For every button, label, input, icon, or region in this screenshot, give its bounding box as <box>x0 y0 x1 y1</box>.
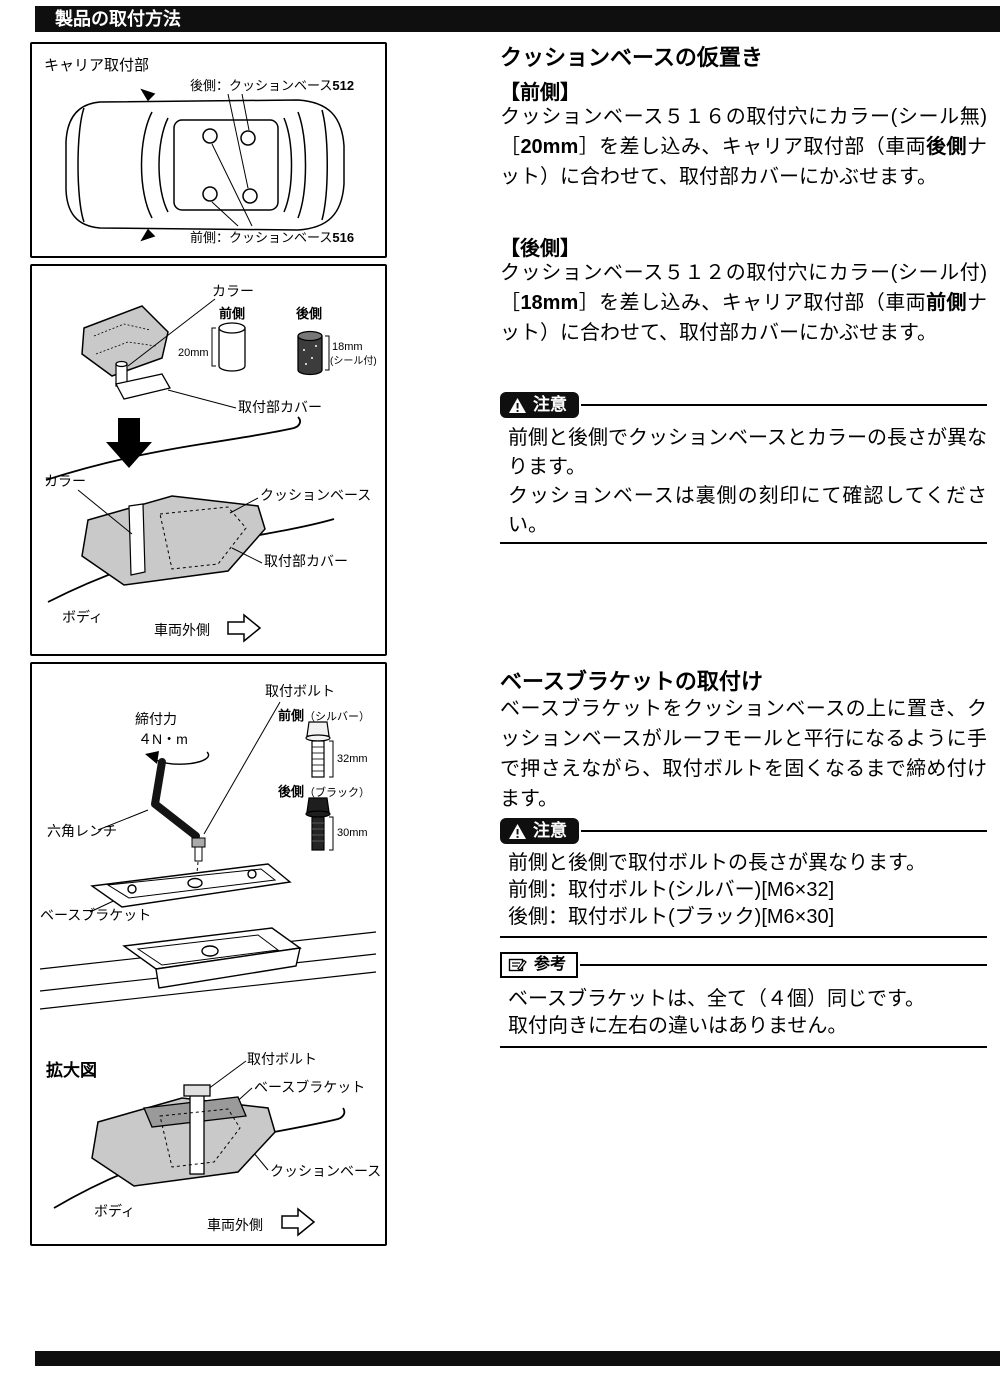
cushion-label: クッションベース <box>260 487 371 503</box>
front-collar-20mm <box>218 322 246 372</box>
bracket-label-2: ベースブラケット <box>254 1079 365 1095</box>
reference-badge: 参考 <box>500 952 579 978</box>
torque-label: 締付力 <box>135 711 177 727</box>
leader-lines <box>211 93 253 227</box>
bolt-label: 取付ボルト <box>265 683 335 699</box>
rear-bolt-size: 30mm <box>337 827 368 839</box>
assembled-cushion <box>47 495 335 603</box>
diagram-carrier-mount: キャリア取付部 後側：クッションベース512 前側：クッションベース516 <box>30 42 387 258</box>
front-collar-measure <box>211 327 216 367</box>
warning-icon <box>509 397 526 413</box>
bracket-install-svg: 取付ボルト 前側（シルバー） 32mm 後側（ブラック） 30mm 締付力 ４N… <box>39 683 381 1237</box>
page-title: 製品の取付方法 <box>55 9 181 29</box>
rear-bolt-measure <box>329 816 334 851</box>
reference-label: 参考 <box>534 956 567 973</box>
header-bar: 製品の取付方法 <box>35 6 1000 32</box>
base-bracket-3d <box>39 927 377 1010</box>
front-bolt-label: 前側（シルバー） <box>278 708 370 723</box>
outside-label-2: 車両外側 <box>207 1217 263 1233</box>
text-line: 前側：取付ボルト(シルバー)[M6×32] <box>508 879 835 901</box>
vehicle-outside-arrow <box>227 613 262 643</box>
enlarged-cross-section <box>53 1084 346 1209</box>
reference-text: ベースブラケットは、全て（４個）同じです。 取付向きに左右の違いはありません。 <box>508 986 987 1040</box>
leader-lines-bottom <box>77 489 263 564</box>
bracket-label: ベースブラケット <box>40 907 151 923</box>
front-side-heading: 【前側】 <box>500 82 580 104</box>
torque-value: ４N・m <box>138 731 188 747</box>
caution1-rule <box>581 404 987 406</box>
enlarged-title: 拡大図 <box>46 1060 97 1080</box>
reference-bottom-rule <box>500 1046 987 1048</box>
front-label: 前側 <box>219 306 245 321</box>
rear-bolt-label: 後側（ブラック） <box>278 784 370 799</box>
diagram1-title: キャリア取付部 <box>44 57 149 74</box>
text-line: 前側と後側でクッションベースとカラーの長さが異なります。 <box>508 427 987 478</box>
collar-label-top: カラー <box>212 283 254 299</box>
roof-panel-line <box>45 416 301 481</box>
warning-icon <box>509 823 526 839</box>
front-bolt-size: 32mm <box>337 753 368 765</box>
wrench-label: 六角レンチ <box>47 823 117 839</box>
rotation-arrow <box>145 751 210 765</box>
front-size-label: 20mm <box>178 347 209 359</box>
leader-lines-top <box>127 298 237 409</box>
text-line: ベースブラケットは、全て（４個）同じです。 <box>508 988 925 1010</box>
caution2-text: 前側と後側で取付ボルトの長さが異なります。 前側：取付ボルト(シルバー)[M6×… <box>508 850 987 931</box>
section2-text: ベースブラケットをクッションベースの上に置き、クッションベースがルーフモールと平… <box>500 698 987 810</box>
cover-label-top: 取付部カバー <box>238 399 322 415</box>
front-bolt <box>305 721 331 778</box>
text-line: 取付向きに左右の違いはありません。 <box>508 1015 848 1037</box>
reference-header: 参考 <box>500 952 987 978</box>
footer-bar <box>35 1351 1000 1366</box>
rear-seal-label: (シール付) <box>330 354 377 367</box>
front-side-text: クッションベース５１６の取付穴にカラー(シール無)［20mm］を差し込み、キャリ… <box>500 106 987 188</box>
outside-label: 車両外側 <box>154 622 210 638</box>
rear-collar-measure <box>325 335 330 371</box>
cushion-piece <box>81 305 169 377</box>
down-arrow <box>106 418 152 468</box>
section1-title: クッションベースの仮置き <box>500 45 763 70</box>
rear-collar-18mm <box>297 330 323 376</box>
hex-wrench <box>151 758 200 840</box>
caution1-badge: 注意 <box>500 392 579 418</box>
bolt-label-2: 取付ボルト <box>247 1051 317 1067</box>
diagram-bracket-install: 取付ボルト 前側（シルバー） 32mm 後側（ブラック） 30mm 締付力 ４N… <box>30 662 387 1246</box>
caution2-badge: 注意 <box>500 818 579 844</box>
caution2-label: 注意 <box>533 821 567 840</box>
body-label: ボディ <box>62 609 103 625</box>
carrier-mount-svg: キャリア取付部 後側：クッションベース512 前側：クッションベース516 <box>44 57 354 245</box>
collar-label-bottom: カラー <box>44 473 86 489</box>
rear-side-heading: 【後側】 <box>500 238 580 260</box>
cover-piece <box>115 373 171 400</box>
reference-icon <box>508 958 527 972</box>
rear-size-label: 18mm <box>332 341 363 353</box>
rear-label: 後側 <box>296 306 322 321</box>
cover-label-bottom: 取付部カバー <box>264 553 348 569</box>
text-line: クッションベースは裏側の刻印にて確認してください。 <box>508 485 987 536</box>
cushion-label-2: クッションベース <box>270 1163 381 1179</box>
front-bolt-measure <box>329 740 334 778</box>
cushion-placement-svg: カラー 前側 後側 20mm 18mm (シール付) 取付部カバー カラー クッ… <box>44 283 377 643</box>
vehicle-outside-arrow-2 <box>281 1207 316 1237</box>
section2-title: ベースブラケットの取付け <box>500 669 763 694</box>
front-mount-label: 前側：クッションベース516 <box>190 230 354 245</box>
base-bracket-plate <box>90 863 292 908</box>
rear-side-text: クッションベース５１２の取付穴にカラー(シール付)［18mm］を差し込み、キャリ… <box>500 262 987 344</box>
diagram-cushion-placement: カラー 前側 後側 20mm 18mm (シール付) 取付部カバー カラー クッ… <box>30 264 387 656</box>
text-line: 前側と後側で取付ボルトの長さが異なります。 <box>508 852 926 874</box>
rear-mount-label: 後側：クッションベース512 <box>190 78 354 93</box>
reference-rule <box>580 964 987 966</box>
caution1-text: 前側と後側でクッションベースとカラーの長さが異なります。 クッションベースは裏側… <box>508 424 987 540</box>
text-line: 後側：取付ボルト(ブラック)[M6×30] <box>508 906 835 928</box>
rear-bolt <box>305 797 331 851</box>
caution1-header: 注意 <box>500 392 987 418</box>
caution2-bottom-rule <box>500 936 987 938</box>
caution2-header: 注意 <box>500 818 987 844</box>
caution1-label: 注意 <box>533 395 567 414</box>
caution1-bottom-rule <box>500 542 987 544</box>
caution2-rule <box>581 830 987 832</box>
car-top-view <box>65 88 345 242</box>
body-label-2: ボディ <box>94 1203 135 1219</box>
mount-points <box>202 128 258 204</box>
